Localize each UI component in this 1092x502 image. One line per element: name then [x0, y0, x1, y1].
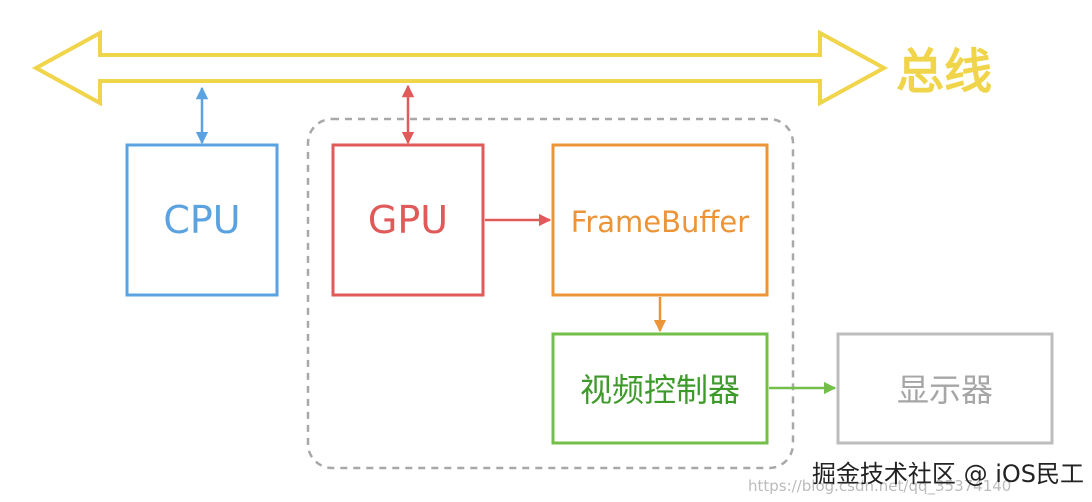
- bus-label: 总线: [896, 44, 992, 100]
- framebuffer-label: FrameBuffer: [571, 205, 749, 239]
- watermark-url: https://blog.csdn.net/qq_35374140: [748, 477, 1011, 496]
- bus-arrow: [31, 29, 889, 107]
- display-box: [836, 332, 1054, 445]
- video-controller-box: [551, 332, 769, 445]
- cpu-label: CPU: [163, 198, 240, 242]
- framebuffer-box: [551, 143, 769, 297]
- gpu-box: [331, 143, 485, 297]
- display-label: 显示器: [897, 371, 993, 409]
- cpu-box: [125, 143, 279, 297]
- gpu-label: GPU: [368, 198, 448, 242]
- video-controller-label: 视频控制器: [580, 371, 740, 409]
- gpu-subsystem-group: [306, 117, 795, 470]
- watermark-brand: 掘金技术社区 @ iOS民工: [812, 460, 1084, 488]
